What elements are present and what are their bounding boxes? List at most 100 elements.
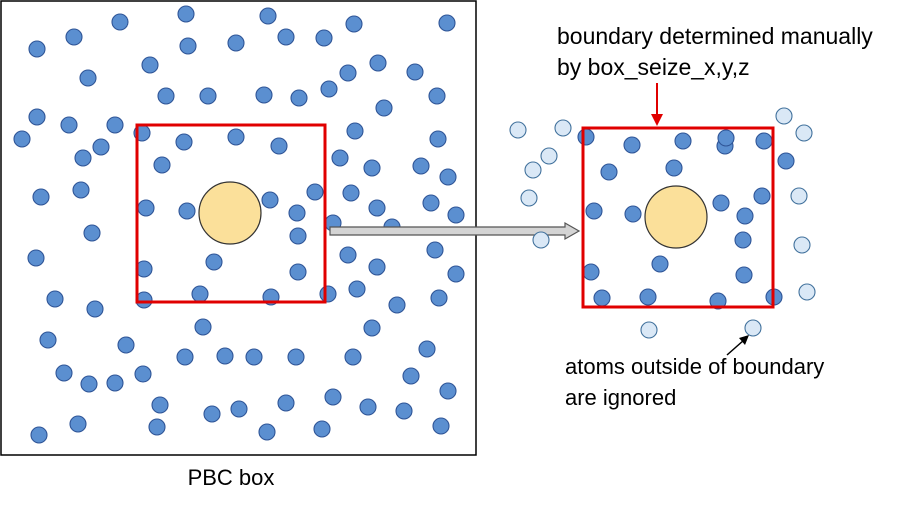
atom — [65, 28, 83, 46]
atom-inside-boundary — [577, 128, 595, 146]
atom — [153, 156, 171, 174]
atom — [345, 15, 363, 33]
atom — [438, 14, 456, 32]
atom — [359, 398, 377, 416]
atom — [363, 159, 381, 177]
atom — [331, 149, 349, 167]
atom — [27, 249, 45, 267]
atom — [290, 89, 308, 107]
boundary-label-line1: boundary determined manually — [557, 23, 873, 49]
atom — [395, 402, 413, 420]
atom — [227, 128, 245, 146]
atom — [194, 318, 212, 336]
atom — [55, 364, 73, 382]
boundary-label-line2: by box_seize_x,y,z — [557, 54, 750, 80]
atom — [324, 388, 342, 406]
atom — [339, 246, 357, 264]
atom — [205, 253, 223, 271]
atom-inside-boundary — [755, 132, 773, 150]
atom — [368, 258, 386, 276]
right-solute-molecule — [644, 185, 708, 249]
atom — [320, 80, 338, 98]
atom-outside-boundary — [640, 321, 658, 339]
ignored-pointer-arrow — [726, 335, 749, 356]
atom — [175, 133, 193, 151]
atom-outside-boundary — [795, 124, 813, 142]
atom — [426, 241, 444, 259]
atom — [46, 290, 64, 308]
atom — [106, 116, 124, 134]
atom — [106, 374, 124, 392]
atom — [203, 405, 221, 423]
atom — [277, 394, 295, 412]
atom — [439, 382, 457, 400]
atom-inside-boundary — [639, 288, 657, 306]
atom — [261, 191, 279, 209]
left-solute-molecule — [198, 181, 262, 245]
atom-inside-boundary — [735, 266, 753, 284]
atom — [344, 348, 362, 366]
atom — [315, 29, 333, 47]
pbc-atoms — [13, 5, 465, 444]
atom — [74, 149, 92, 167]
atom — [177, 5, 195, 23]
atom-inside-boundary — [623, 136, 641, 154]
pbc-box-label: PBC box — [188, 465, 275, 490]
atom — [137, 199, 155, 217]
atom — [306, 183, 324, 201]
atom — [402, 367, 420, 385]
atom-inside-boundary — [624, 205, 642, 223]
atom — [28, 108, 46, 126]
atom — [447, 206, 465, 224]
atom-outside-boundary — [509, 121, 527, 139]
atom — [80, 375, 98, 393]
atom-inside-boundary — [736, 207, 754, 225]
atom — [429, 130, 447, 148]
atom — [39, 331, 57, 349]
atom — [151, 396, 169, 414]
atom-inside-boundary — [585, 202, 603, 220]
right-boundary-square — [581, 126, 775, 309]
atom — [270, 137, 288, 155]
atom — [288, 204, 306, 222]
atom-inside-boundary — [709, 292, 727, 310]
atom — [60, 116, 78, 134]
atom — [277, 28, 295, 46]
atom — [28, 40, 46, 58]
atom — [216, 347, 234, 365]
atom — [388, 296, 406, 314]
atom — [30, 426, 48, 444]
ignored-atoms — [509, 107, 816, 339]
atom — [439, 168, 457, 186]
atom-inside-boundary — [734, 231, 752, 249]
atom — [368, 199, 386, 217]
atom — [69, 415, 87, 433]
atom — [363, 319, 381, 337]
atom — [148, 418, 166, 436]
atom — [230, 400, 248, 418]
atom — [72, 181, 90, 199]
atom — [348, 280, 366, 298]
atom — [227, 34, 245, 52]
atom-outside-boundary — [524, 161, 542, 179]
atom — [287, 348, 305, 366]
atom — [245, 348, 263, 366]
atom — [258, 423, 276, 441]
atom-outside-boundary — [775, 107, 793, 125]
atom — [79, 69, 97, 87]
atom — [134, 365, 152, 383]
atom — [92, 138, 110, 156]
atom-inside-boundary — [753, 187, 771, 205]
atom — [313, 420, 331, 438]
pbc-panel: PBC box — [0, 0, 477, 490]
atom-inside-boundary — [717, 129, 735, 147]
atom — [199, 87, 217, 105]
atom — [289, 263, 307, 281]
atom — [447, 265, 465, 283]
atom-inside-boundary — [600, 163, 618, 181]
atom-outside-boundary — [744, 319, 762, 337]
transfer-arrow-shape — [329, 221, 581, 241]
ignored-label-line2: are ignored — [565, 385, 676, 410]
atom — [83, 224, 101, 242]
atom — [342, 184, 360, 202]
